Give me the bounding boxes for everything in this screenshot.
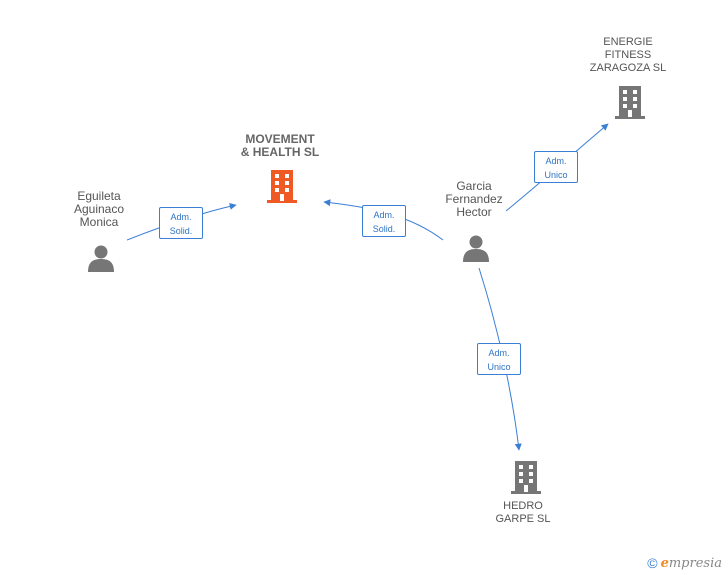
edge-label-garcia-movement: Adm. Solid.: [362, 205, 406, 237]
brand-logo: empresia: [661, 556, 722, 571]
company-label-hedro[interactable]: HEDRO GARPE SL: [473, 500, 573, 526]
building-icon: [615, 86, 645, 119]
edge-label-eguileta-movement: Adm. Solid.: [159, 207, 203, 239]
label-line: ZARAGOZA SL: [589, 62, 667, 74]
label-line: Garcia: [456, 179, 492, 193]
person-label-garcia[interactable]: Garcia Fernandez Hector: [428, 180, 520, 219]
label-line: Aguinaco: [73, 202, 125, 216]
brand-rest: mpresia: [668, 555, 722, 571]
label-line: Monica: [79, 215, 119, 229]
company-label-movement[interactable]: MOVEMENT & HEALTH SL: [225, 133, 335, 159]
label-line: HEDRO: [503, 500, 543, 512]
edge-label-line: Adm.: [373, 210, 395, 220]
person-icon: [88, 245, 114, 272]
label-line: Fernandez: [445, 192, 503, 206]
edge-label-line: Unico: [487, 362, 511, 372]
edge-label-line: Unico: [544, 170, 568, 180]
edge-label-line: Solid.: [169, 226, 193, 236]
empresia-watermark: © empresia: [647, 554, 722, 572]
label-line: ENERGIE: [603, 36, 653, 48]
person-icon: [463, 235, 489, 262]
label-line: & HEALTH SL: [240, 145, 320, 159]
label-line: GARPE SL: [495, 513, 551, 525]
label-line: MOVEMENT: [245, 132, 315, 146]
brand-initial: e: [660, 555, 669, 571]
label-line: Hector: [456, 205, 492, 219]
edge-label-line: Adm.: [170, 212, 192, 222]
label-line: FITNESS: [604, 49, 652, 61]
edge-label-garcia-energie: Adm. Unico: [534, 151, 578, 183]
edge-label-line: Solid.: [372, 224, 396, 234]
copyright-icon: ©: [647, 555, 658, 571]
edge-label-line: Adm.: [545, 156, 567, 166]
building-icon: [511, 461, 541, 494]
person-label-eguileta[interactable]: Eguileta Aguinaco Monica: [53, 190, 145, 229]
label-line: Eguileta: [77, 189, 121, 203]
edge-label-line: Adm.: [488, 348, 510, 358]
edge-label-garcia-hedro: Adm. Unico: [477, 343, 521, 375]
company-label-energie[interactable]: ENERGIE FITNESS ZARAGOZA SL: [573, 36, 683, 75]
building-icon: [267, 170, 297, 203]
